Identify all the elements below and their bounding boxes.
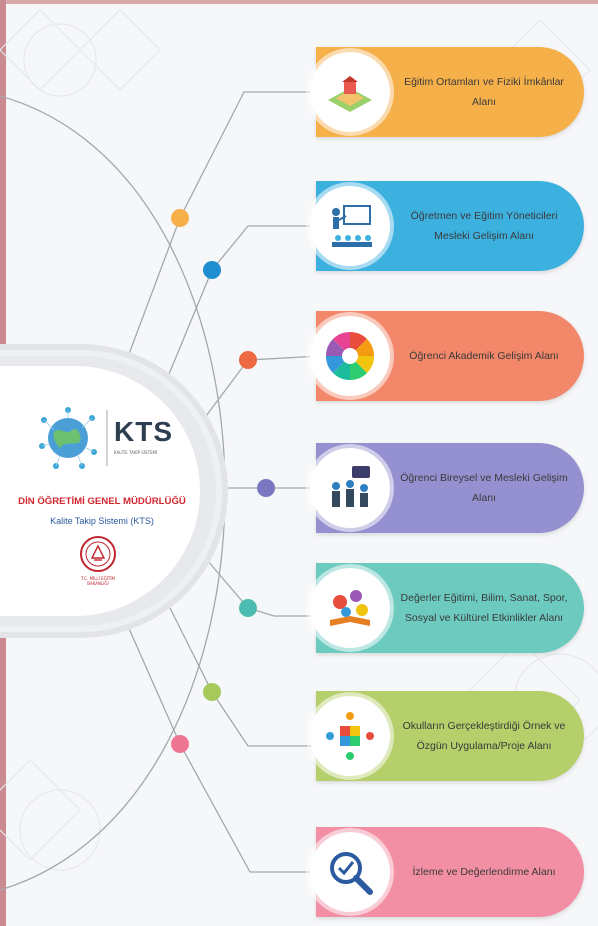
area-label: Eğitim Ortamları ve Fiziki İmkânlar Alan…: [404, 76, 564, 108]
area-card-7: İzleme ve Değerlendirme Alanı: [310, 827, 584, 917]
area-card-2: Öğretmen ve Eğitim Yöneticileri Mesleki …: [310, 181, 584, 271]
hub-title: DİN ÖĞRETİMİ GENEL MÜDÜRLÜĞÜ: [18, 496, 186, 507]
node-dot-7: [171, 735, 189, 753]
area-label: İzleme ve Değerlendirme Alanı: [412, 866, 556, 878]
node-dot-6: [203, 683, 221, 701]
area-card-6: Okulların Gerçekleştirdiği Örnek ve Özgü…: [310, 691, 584, 781]
area-label: Okulların Gerçekleştirdiği Örnek ve Özgü…: [402, 720, 566, 752]
top-border: [0, 0, 598, 4]
central-hub: KTS KALİTE TAKİP SİSTEMİ DİN ÖĞRETİMİ GE…: [0, 356, 216, 626]
ministry-emblem-icon: [80, 536, 116, 572]
ministry-emblem-text: T.C. MİLLÎ EĞİTİM BAKANLIĞI: [81, 576, 115, 586]
area-card-3: Öğrenci Akademik Gelişim Alanı: [310, 311, 584, 401]
book-activities-icon: [310, 568, 390, 648]
area-card-4: Öğrenci Bireysel ve Mesleki Gelişim Alan…: [310, 443, 584, 533]
outer-arc: [0, 95, 226, 891]
teacher-presentation-icon: [310, 186, 390, 266]
magnifier-check-icon: [310, 832, 390, 912]
kts-logo: KTS: [114, 416, 173, 447]
node-dot-1: [171, 209, 189, 227]
globe-network-icon: [39, 407, 97, 469]
node-dot-4: [257, 479, 275, 497]
area-label: Öğrenci Bireysel ve Mesleki Gelişim Alan…: [400, 472, 568, 504]
kts-logo-subtext: KALİTE TAKİP SİSTEMİ: [114, 450, 158, 455]
color-wheel-icon: [310, 316, 390, 396]
logo-divider: [106, 410, 108, 466]
school-building-icon: [310, 52, 390, 132]
node-dot-2: [203, 261, 221, 279]
area-label: Öğrenci Akademik Gelişim Alanı: [409, 350, 559, 362]
hub-inner-circle: KTS KALİTE TAKİP SİSTEMİ DİN ÖĞRETİMİ GE…: [0, 366, 200, 616]
area-label: Değerler Eğitimi, Bilim, Sanat, Spor, So…: [400, 592, 568, 624]
area-label: Öğretmen ve Eğitim Yöneticileri Mesleki …: [410, 210, 558, 242]
node-dot-5: [239, 599, 257, 617]
hub-subtitle: Kalite Takip Sistemi (KTS): [50, 516, 154, 526]
node-dot-3: [239, 351, 257, 369]
group-meeting-icon: [310, 448, 390, 528]
area-card-1: Eğitim Ortamları ve Fiziki İmkânlar Alan…: [310, 47, 584, 137]
area-card-5: Değerler Eğitimi, Bilim, Sanat, Spor, So…: [310, 563, 584, 653]
puzzle-people-icon: [310, 696, 390, 776]
